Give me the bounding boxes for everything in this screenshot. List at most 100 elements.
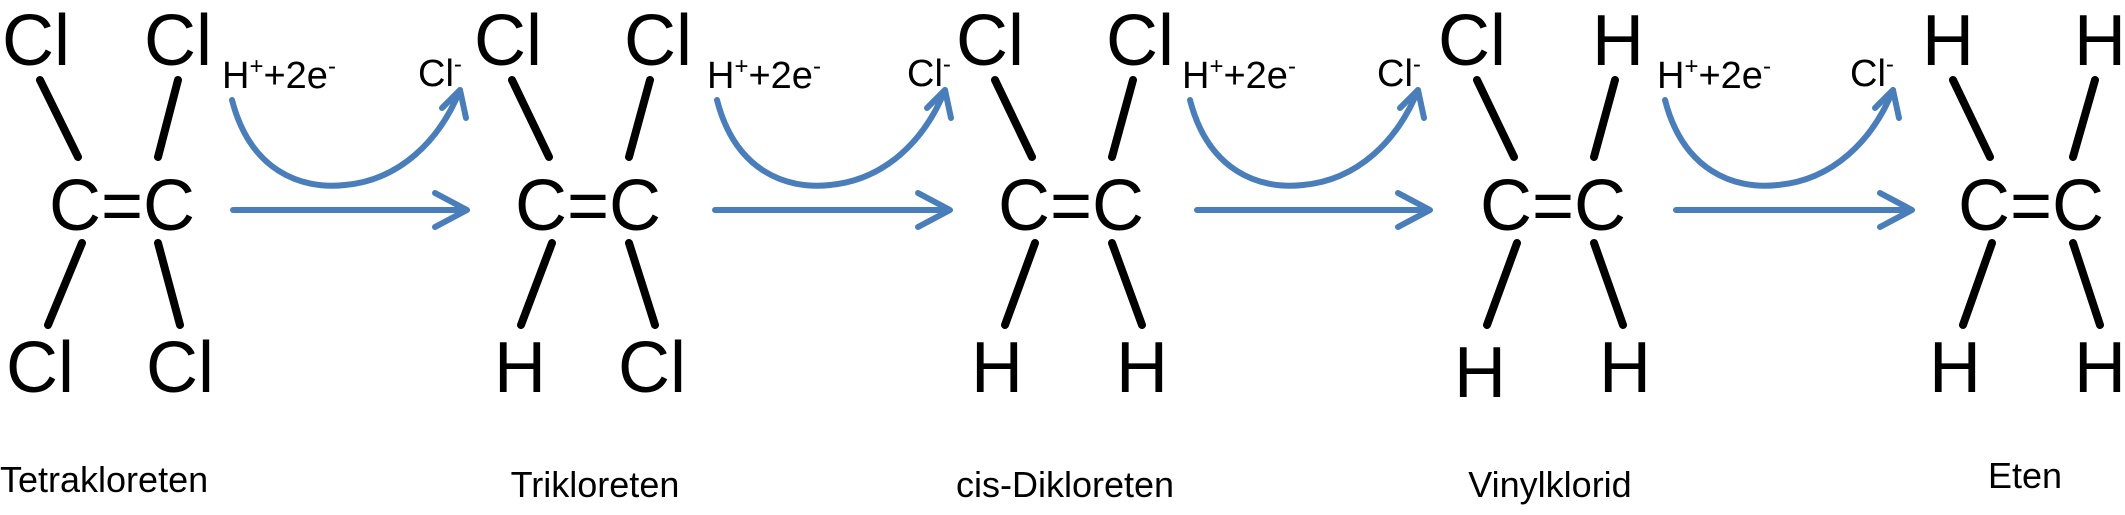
reactant-sup: + <box>1209 53 1223 80</box>
bond-bottom-right <box>1108 239 1146 329</box>
curved-arrow-head <box>924 87 954 121</box>
atom-bottom-left: H <box>1929 328 1981 408</box>
bond-bottom-left <box>44 239 86 329</box>
atom-top-left: Cl <box>2 1 70 81</box>
reactant-sup-2: - <box>328 53 336 80</box>
reaction-arrow-head <box>432 190 470 230</box>
reaction-step-2: H++2e- Cl- <box>707 51 954 230</box>
molecule-name: Trikloreten <box>511 464 680 505</box>
reactant-label: H++2e- <box>1657 53 1771 97</box>
product-label: Cl- <box>907 51 951 95</box>
atom-bottom-right: Cl <box>618 328 686 408</box>
carbon-double-bond: C=C <box>1480 166 1626 246</box>
product-base: Cl <box>1850 53 1886 95</box>
product-label: Cl- <box>1377 51 1421 95</box>
product-sup: - <box>1886 51 1894 78</box>
bond-top-left <box>508 76 553 161</box>
reactant-sup-2: - <box>1763 53 1771 80</box>
reactant-sup: + <box>1684 53 1698 80</box>
curved-arrow-head <box>439 87 469 121</box>
bond-top-right <box>2069 76 2099 161</box>
bond-top-left <box>991 76 1036 161</box>
atom-bottom-left: H <box>494 328 546 408</box>
reactant-base: H <box>707 55 734 97</box>
reactant-base: H <box>1657 55 1684 97</box>
reaction-arrow-head <box>915 190 953 230</box>
molecule-tetrakloreten: Cl Cl C=C Cl Cl Tetrakloreten <box>0 1 214 500</box>
reactant-rest: +2e <box>1698 55 1762 97</box>
reaction-arrow-head <box>1877 190 1915 230</box>
product-sup: - <box>454 51 462 78</box>
product-label: Cl- <box>418 51 462 95</box>
reactant-base: H <box>1182 55 1209 97</box>
curved-arrow <box>1662 87 1896 189</box>
bond-top-left <box>1949 76 1994 161</box>
curved-arrow-head <box>1397 87 1427 121</box>
reactant-label: H++2e- <box>1182 53 1296 97</box>
bond-top-right <box>1108 76 1137 161</box>
atom-top-right: Cl <box>624 1 692 81</box>
atom-bottom-left: H <box>1454 333 1506 413</box>
reactant-sup-2: - <box>1288 53 1296 80</box>
molecule-name: cis-Dikloreten <box>956 464 1174 505</box>
bond-bottom-right <box>1590 239 1627 329</box>
atom-bottom-right: Cl <box>146 328 214 408</box>
reactant-rest: +2e <box>1223 55 1287 97</box>
curved-arrow-head <box>1872 87 1902 121</box>
atom-bottom-left: Cl <box>6 328 74 408</box>
reactant-sup: + <box>734 53 748 80</box>
molecule-name: Vinylklorid <box>1468 464 1631 505</box>
bond-bottom-left <box>1483 239 1521 329</box>
carbon-double-bond: C=C <box>1958 166 2104 246</box>
molecule-vinylklorid: Cl H C=C H H Vinylklorid <box>1438 1 1651 505</box>
bond-top-right <box>1590 76 1619 161</box>
atom-top-left: H <box>1922 1 1974 81</box>
atom-top-right: Cl <box>1106 1 1174 81</box>
atom-top-left: Cl <box>956 1 1024 81</box>
atom-bottom-right: H <box>2074 328 2125 408</box>
molecule-eten: H H C=C H H Eten <box>1922 1 2125 496</box>
reactant-label: H++2e- <box>707 53 821 97</box>
product-label: Cl- <box>1850 51 1894 95</box>
atom-top-right: Cl <box>144 1 212 81</box>
bond-top-right <box>625 76 654 161</box>
atom-top-left: Cl <box>474 1 542 81</box>
carbon-double-bond: C=C <box>49 166 195 246</box>
molecule-name: Tetrakloreten <box>0 459 208 500</box>
reaction-step-1: H++2e- Cl- <box>222 51 470 230</box>
bond-bottom-right <box>154 239 184 329</box>
molecule-cis-dikloreten: Cl Cl C=C H H cis-Dikloreten <box>956 1 1174 505</box>
atom-top-right: H <box>1592 1 1644 81</box>
curved-arrow <box>714 87 948 189</box>
reactant-base: H <box>222 55 249 97</box>
reactant-sup: + <box>249 53 263 80</box>
reaction-step-3: H++2e- Cl- <box>1182 51 1433 230</box>
bond-bottom-right <box>625 239 659 329</box>
bond-bottom-left <box>517 239 556 329</box>
reactant-rest: +2e <box>748 55 812 97</box>
product-sup: - <box>1413 51 1421 78</box>
atom-top-left: Cl <box>1438 1 1506 81</box>
bond-top-left <box>1473 76 1518 161</box>
atom-top-right: H <box>2074 1 2125 81</box>
reactant-label: H++2e- <box>222 53 336 97</box>
bond-top-left <box>36 76 82 161</box>
curved-arrow <box>229 87 463 189</box>
atom-bottom-right: H <box>1116 328 1168 408</box>
atom-bottom-left: H <box>971 328 1023 408</box>
reaction-arrow-head <box>1395 190 1433 230</box>
reactant-sup-2: - <box>813 53 821 80</box>
curved-arrow <box>1187 87 1421 189</box>
bond-bottom-left <box>1959 239 1996 329</box>
bond-bottom-right <box>2069 239 2104 329</box>
product-base: Cl <box>418 53 454 95</box>
bond-bottom-left <box>1001 239 1039 329</box>
carbon-double-bond: C=C <box>515 166 661 246</box>
atom-bottom-right: H <box>1599 328 1651 408</box>
carbon-double-bond: C=C <box>998 166 1144 246</box>
molecule-name: Eten <box>1988 455 2062 496</box>
reaction-step-4: H++2e- Cl- <box>1657 51 1915 230</box>
molecule-trikloreten: Cl Cl C=C H Cl Trikloreten <box>474 1 692 505</box>
product-base: Cl <box>1377 53 1413 95</box>
